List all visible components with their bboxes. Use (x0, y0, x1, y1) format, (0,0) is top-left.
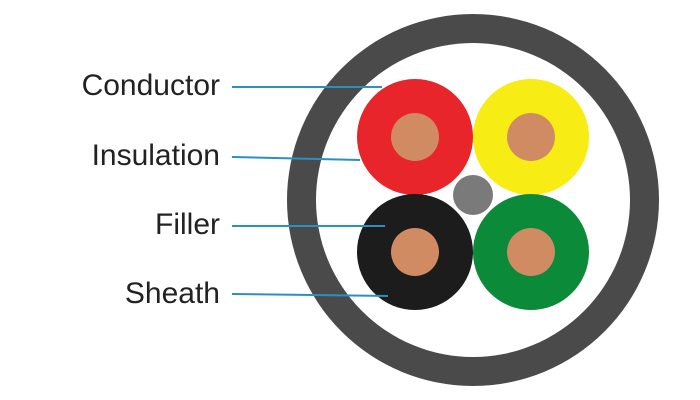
label-conductor: Conductor (81, 69, 220, 102)
green-conductor (507, 228, 555, 276)
leader-line-insulation (231, 156, 361, 161)
leader-line-sheath (231, 293, 389, 297)
red-conductor (391, 113, 439, 161)
core-green (473, 194, 589, 310)
label-insulation: Insulation (91, 139, 220, 172)
label-sheath: Sheath (124, 277, 220, 310)
core-yellow (473, 79, 589, 195)
core-red (357, 79, 473, 195)
core-black (357, 194, 473, 310)
black-conductor (391, 228, 439, 276)
filler-strand (453, 175, 493, 215)
yellow-conductor (507, 113, 555, 161)
label-filler: Filler (155, 208, 220, 241)
